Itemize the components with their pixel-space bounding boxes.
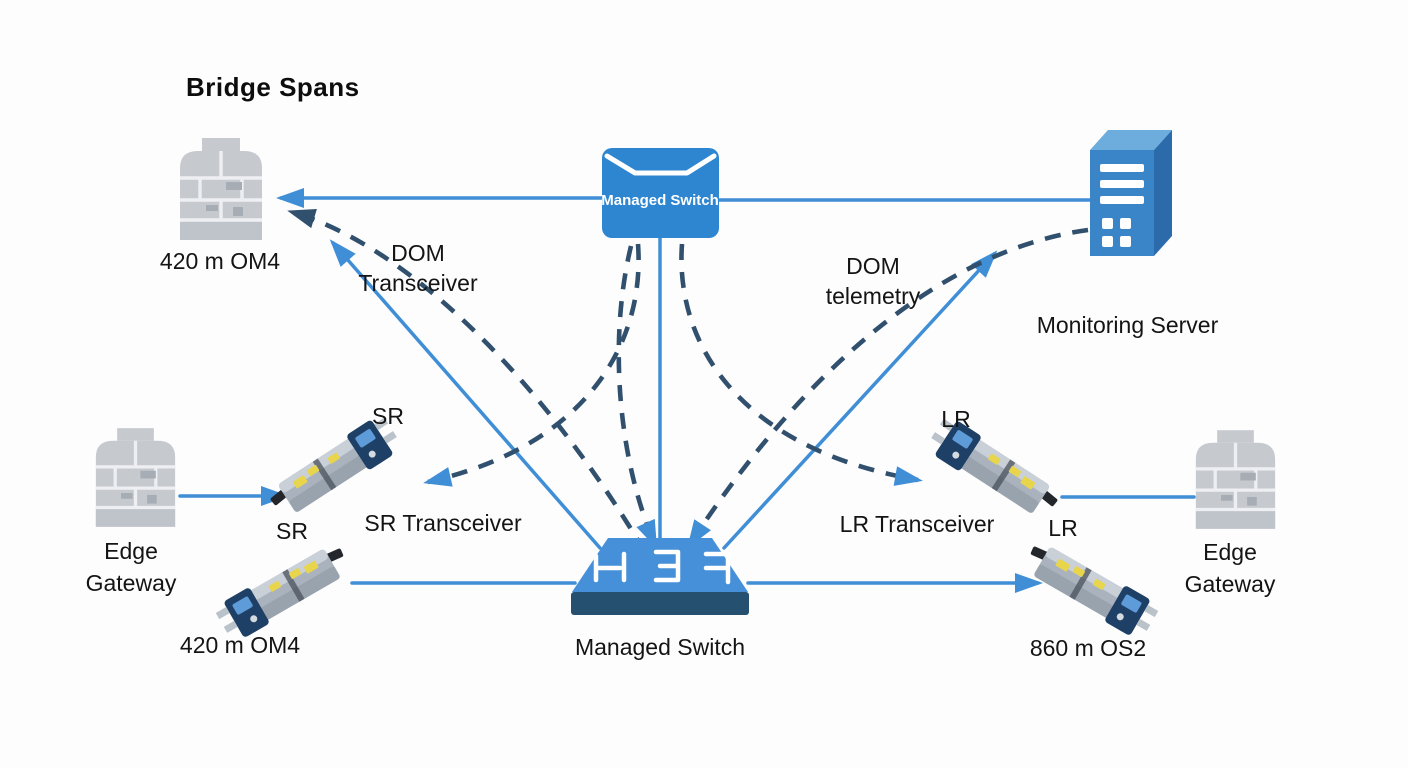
lr-fiber-label: 860 m OS2 bbox=[1029, 635, 1147, 661]
solid-link-group bbox=[178, 188, 1196, 593]
sr-transceiver-lower-icon bbox=[212, 537, 356, 645]
edge-gateway-right-icon bbox=[1194, 430, 1277, 529]
lr-transceiver-lower-icon bbox=[1018, 535, 1162, 643]
sr-tag-upper: SR bbox=[372, 403, 404, 429]
dom-telemetry-annotation: DOM telemetry bbox=[825, 253, 921, 309]
bottom-switch-label: Managed Switch bbox=[574, 634, 746, 660]
dashed-server-to-bottomswitch bbox=[687, 227, 1089, 549]
edge-gateway-left-icon bbox=[94, 428, 177, 527]
edge-gateway-left-label: Edge Gateway bbox=[85, 538, 177, 596]
link-bottomswitch-to-server bbox=[722, 250, 998, 550]
dashed-link-group bbox=[287, 208, 1089, 554]
monitoring-server-icon bbox=[1090, 130, 1172, 256]
lr-tag-lower: LR bbox=[1048, 515, 1078, 541]
top-managed-switch-icon bbox=[602, 148, 719, 238]
dashed-topswitch-to-lr bbox=[679, 243, 923, 486]
dashed-topswitch-to-sr bbox=[423, 243, 641, 487]
dom-transceiver-annotation: DOM Transceiver bbox=[358, 240, 478, 296]
lr-transceiver-label: LR Transceiver bbox=[839, 511, 995, 537]
link-bottomswitch-to-bridgespan bbox=[329, 239, 602, 550]
bridge-span-icon bbox=[178, 138, 264, 240]
lr-tag-upper: LR bbox=[941, 406, 971, 432]
sr-tag-lower: SR bbox=[276, 518, 308, 544]
monitoring-server-label: Monitoring Server bbox=[1036, 312, 1219, 338]
bridge-span-top-label: 420 m OM4 bbox=[159, 248, 281, 274]
sr-fiber-label: 420 m OM4 bbox=[179, 632, 301, 658]
dashed-topswitch-down-to-bottomswitch bbox=[616, 245, 658, 549]
top-switch-label: Managed Switch bbox=[601, 192, 719, 209]
bottom-managed-switch-icon bbox=[571, 538, 749, 615]
sr-transceiver-label: SR Transceiver bbox=[364, 510, 522, 536]
diagram-title: Bridge Spans bbox=[186, 72, 360, 102]
edge-gateway-right-label: Edge Gateway bbox=[1184, 539, 1276, 597]
